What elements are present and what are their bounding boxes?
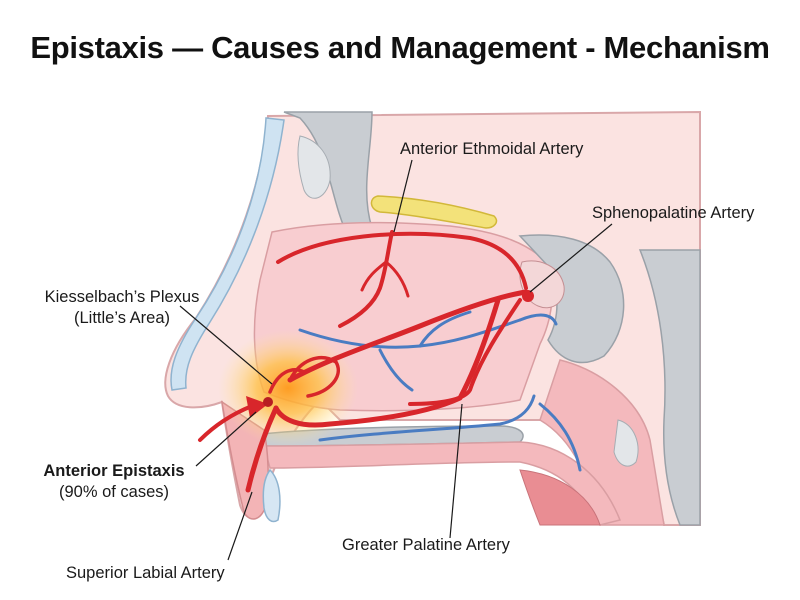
bleeding-arrow-icon bbox=[198, 404, 254, 442]
label-anterior-epistaxis-line2: (90% of cases) bbox=[59, 483, 169, 501]
vein-posterior bbox=[518, 313, 558, 326]
artery-plexus-loop-a bbox=[288, 356, 340, 398]
incisor-tooth bbox=[262, 468, 281, 523]
artery-plexus-loop-b bbox=[268, 368, 306, 394]
label-kiesselbach-line2: (Little’s Area) bbox=[74, 309, 170, 327]
sphenopalatine-foramen bbox=[522, 290, 534, 302]
artery-superior-labial bbox=[245, 405, 279, 493]
artery-anterior-ethmoidal bbox=[338, 230, 394, 328]
label-anterior-epistaxis-line1: Anterior Epistaxis bbox=[43, 462, 184, 480]
arteries bbox=[245, 230, 529, 493]
vein-branch-lower bbox=[378, 348, 414, 392]
vein-floor bbox=[318, 394, 536, 442]
sphenoid-bone bbox=[518, 234, 625, 364]
bleeding-point bbox=[263, 397, 273, 407]
artery-ethmoidal-branch-b bbox=[384, 260, 410, 298]
artery-posterior-septal bbox=[408, 298, 522, 406]
label-sphenopalatine-artery: Sphenopalatine Artery bbox=[592, 204, 755, 222]
nasopharynx bbox=[539, 359, 665, 526]
palate-mucosa bbox=[263, 441, 622, 526]
artery-septal-arch bbox=[276, 231, 528, 290]
kiesselbach-glow bbox=[218, 330, 358, 446]
label-greater-palatine-artery: Greater Palatine Artery bbox=[342, 536, 511, 554]
vertebra-outline bbox=[613, 419, 639, 467]
bleeding-arrowhead-icon bbox=[246, 396, 268, 418]
label-kiesselbach-line1: Kiesselbach’s Plexus bbox=[45, 288, 200, 306]
label-superior-labial-artery: Superior Labial Artery bbox=[66, 564, 225, 582]
page-title: Epistaxis — Causes and Management - Mech… bbox=[30, 30, 770, 65]
artery-ethmoidal-branch-a bbox=[360, 260, 388, 292]
vein-branch-upper bbox=[418, 310, 472, 348]
cervical-spine bbox=[638, 249, 701, 526]
vein-pharyngeal bbox=[538, 402, 582, 472]
leader-lines bbox=[179, 159, 613, 561]
frontal-sinus bbox=[297, 135, 331, 199]
label-anterior-ethmoidal-artery: Anterior Ethmoidal Artery bbox=[400, 140, 584, 158]
artery-greater-palatine bbox=[273, 297, 501, 428]
tongue-hint bbox=[519, 469, 601, 526]
cribriform-plate bbox=[370, 195, 498, 229]
